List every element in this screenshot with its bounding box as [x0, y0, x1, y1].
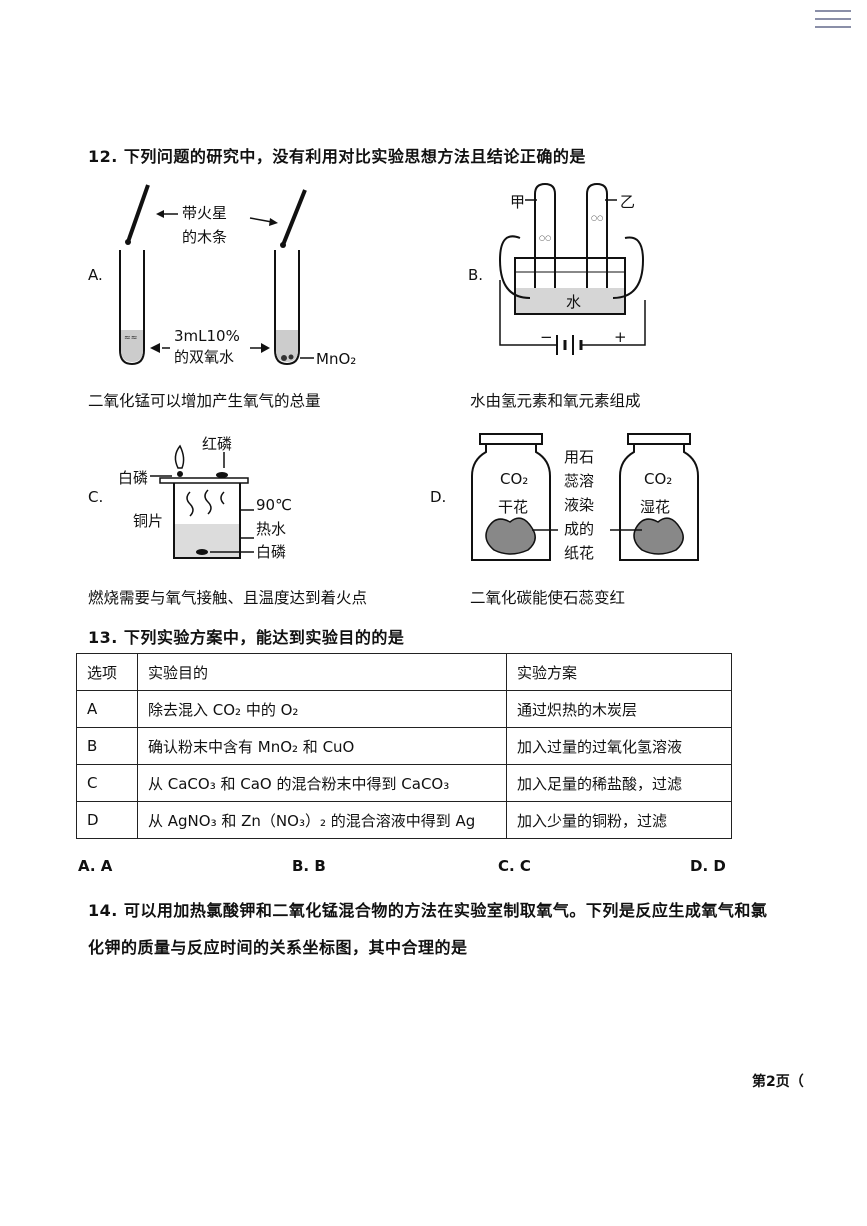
svg-text:≈≈: ≈≈	[124, 333, 137, 342]
table-row: D 从 AgNO₃ 和 Zn（NO₃）₂ 的混合溶液中得到 Ag 加入少量的铜粉…	[76, 801, 732, 839]
q12d-label-mid-2: 蕊溶	[564, 472, 595, 490]
question-13-title: 13. 下列实验方案中，能达到实验目的的是	[88, 628, 405, 647]
table-header-row: 选项 实验目的 实验方案	[76, 653, 732, 691]
table-cell-option: B	[76, 727, 138, 765]
q12b-label-minus: −	[540, 328, 553, 346]
q13-table: 选项 实验目的 实验方案 A 除去混入 CO₂ 中的 O₂ 通过炽热的木炭层 B…	[76, 653, 732, 839]
question-14-line-2: 化钾的质量与反应时间的关系坐标图，其中合理的是	[88, 938, 468, 957]
table-cell-plan: 加入少量的铜粉，过滤	[506, 801, 732, 839]
table-row: B 确认粉末中含有 MnO₂ 和 CuO 加入过量的过氧化氢溶液	[76, 727, 732, 765]
q13-answer-b[interactable]: B. B	[292, 857, 326, 875]
q12d-label-co2-left: CO₂	[500, 470, 529, 488]
q12-diagram-b: ○○ ○○	[498, 182, 646, 355]
q12d-label-mid-3: 液染	[564, 496, 595, 514]
q12d-label-co2-right: CO₂	[644, 470, 673, 488]
q12b-caption: 水由氢元素和氧元素组成	[470, 392, 641, 410]
q12-option-a-letter: A.	[88, 266, 103, 284]
q12b-label-water: 水	[566, 293, 582, 311]
q12d-label-dry: 干花	[498, 498, 529, 516]
table-row: C 从 CaCO₃ 和 CaO 的混合粉末中得到 CaCO₃ 加入足量的稀盐酸，…	[76, 764, 732, 802]
q12a-label-splint-1: 带火星	[182, 204, 228, 222]
q13-answer-a[interactable]: A. A	[78, 857, 113, 875]
q12c-label-hot-water: 热水	[256, 520, 287, 538]
q12a-label-solution-2: 的双氧水	[174, 348, 235, 366]
q12b-label-yi: 乙	[620, 193, 636, 211]
table-cell-purpose: 确认粉末中含有 MnO₂ 和 CuO	[137, 727, 507, 765]
q12a-label-splint-2: 的木条	[182, 228, 228, 246]
q12d-label-mid-4: 成的	[564, 520, 595, 538]
question-14-line-1: 14. 可以用加热氯酸钾和二氧化锰混合物的方法在实验室制取氧气。下列是反应生成氧…	[88, 901, 768, 920]
svg-text:○○: ○○	[539, 234, 551, 242]
q12-option-c-letter: C.	[88, 488, 104, 506]
q12a-label-solution-1: 3mL10%	[174, 327, 240, 345]
table-cell-purpose: 从 AgNO₃ 和 Zn（NO₃）₂ 的混合溶液中得到 Ag	[137, 801, 507, 839]
q12-option-d-letter: D.	[430, 488, 447, 506]
q12b-label-plus: +	[614, 328, 627, 346]
q12-diagram-d	[471, 433, 699, 561]
q12c-label-white-p-bottom: 白磷	[256, 543, 287, 561]
table-cell-plan: 加入足量的稀盐酸，过滤	[506, 764, 732, 802]
q12a-caption: 二氧化锰可以增加产生氧气的总量	[88, 392, 321, 410]
q12c-caption: 燃烧需要与氧气接触、且温度达到着火点	[88, 589, 368, 607]
page-number: 第2页（	[752, 1074, 804, 1090]
q12b-label-jia: 甲	[510, 193, 526, 211]
q12d-label-mid-1: 用石	[564, 448, 595, 466]
menu-icon[interactable]	[815, 6, 851, 32]
q12d-label-wet: 湿花	[640, 498, 671, 516]
q13-answer-d[interactable]: D. D	[690, 857, 726, 875]
q12c-label-temp: 90℃	[256, 496, 292, 514]
table-cell-option: D	[76, 801, 138, 839]
table-header-plan: 实验方案	[506, 653, 732, 691]
table-header-purpose: 实验目的	[137, 653, 507, 691]
table-row: A 除去混入 CO₂ 中的 O₂ 通过炽热的木炭层	[76, 690, 732, 728]
q12d-label-mid-5: 纸花	[564, 544, 595, 562]
table-cell-plan: 加入过量的过氧化氢溶液	[506, 727, 732, 765]
q12c-label-white-p-top: 白磷	[118, 469, 149, 487]
q13-answer-c[interactable]: C. C	[498, 857, 531, 875]
table-cell-plan: 通过炽热的木炭层	[506, 690, 732, 728]
q12d-caption: 二氧化碳能使石蕊变红	[470, 589, 626, 607]
svg-text:○○: ○○	[591, 214, 603, 222]
q12-diagram-a: ≈≈	[119, 184, 314, 366]
q12c-label-copper: 铜片	[133, 512, 164, 530]
q12a-label-mno2: MnO₂	[316, 350, 357, 368]
table-cell-purpose: 从 CaCO₃ 和 CaO 的混合粉末中得到 CaCO₃	[137, 764, 507, 802]
question-12-title: 12. 下列问题的研究中，没有利用对比实验思想方法且结论正确的是	[88, 147, 586, 166]
q12c-label-red-p: 红磷	[202, 435, 233, 453]
q12-option-b-letter: B.	[468, 266, 484, 284]
table-cell-option: C	[76, 764, 138, 802]
table-cell-option: A	[76, 690, 138, 728]
table-header-option: 选项	[76, 653, 138, 691]
q12-diagram-c	[150, 444, 254, 559]
table-cell-purpose: 除去混入 CO₂ 中的 O₂	[137, 690, 507, 728]
